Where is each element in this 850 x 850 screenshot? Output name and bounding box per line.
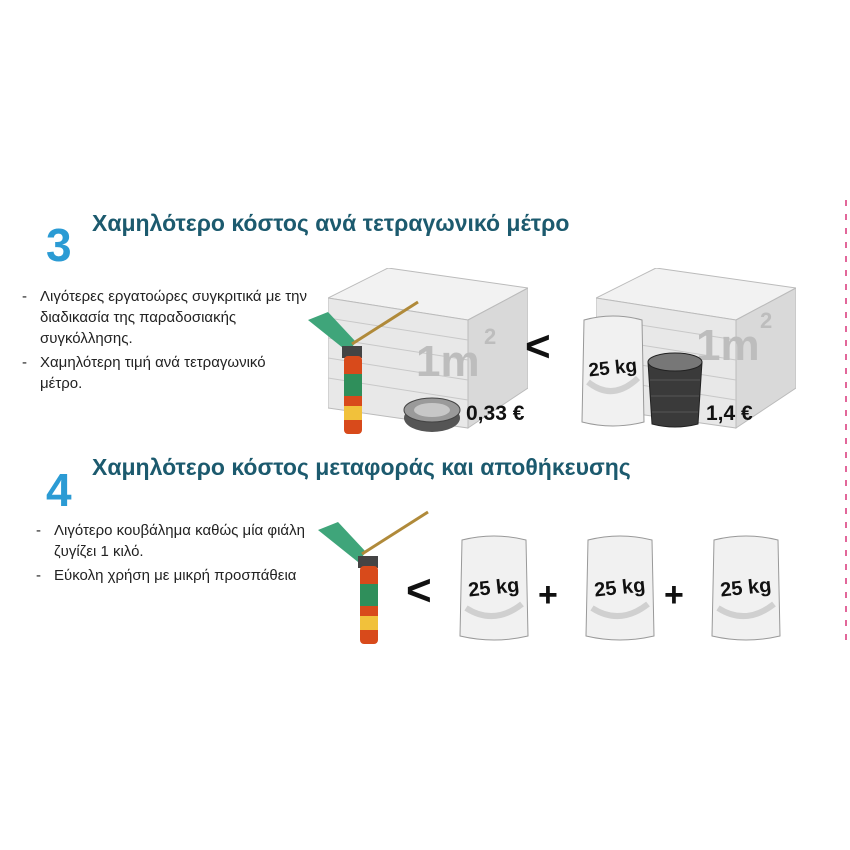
block-label: 1m (416, 337, 480, 386)
section-4-bullet-1: Λιγότερο κουβάλημα καθώς μία φιάλη ζυγίζ… (32, 520, 317, 562)
bag-label: 25 kg (467, 574, 520, 601)
mortar-bucket-icon (647, 352, 703, 428)
foam-can-gun-icon (308, 300, 419, 434)
foam-can-gun-icon (318, 510, 429, 644)
plus-sign: + (664, 576, 684, 614)
cement-bag-icon: 25 kg (459, 535, 529, 641)
bag-label: 25 kg (719, 574, 772, 601)
section-3-number: 3 (46, 219, 72, 271)
block-label-sup: 2 (484, 324, 496, 349)
bag-label: 25 kg (593, 574, 646, 601)
block-label: 1m (696, 321, 760, 370)
mortar-price: 1,4 € (706, 402, 753, 425)
section-3-bullet-1: Λιγότερες εργατοώρες συγκριτικά με την δ… (18, 286, 308, 349)
section-3-bullets: Λιγότερες εργατοώρες συγκριτικά με την δ… (18, 286, 308, 397)
section-3-bullet-2: Χαμηλότερη τιμή ανά τετραγωνικό μέτρο. (18, 352, 308, 394)
section-4-bullets: Λιγότερο κουβάλημα καθώς μία φιάλη ζυγίζ… (32, 520, 317, 589)
section-4-bullet-2: Εύκολη χρήση με μικρή προσπάθεια (32, 565, 317, 586)
section-3-less-than: < (525, 322, 551, 371)
block-label-sup: 2 (760, 308, 772, 333)
concrete-block-icon: 1m 2 (328, 268, 528, 429)
plus-sign: + (538, 576, 558, 614)
adhesive-tin-icon (403, 397, 461, 432)
cement-bag-icon: 25 kg (711, 535, 781, 641)
cement-bag-icon: 25 kg (585, 535, 655, 641)
page-edge-rule (845, 200, 847, 645)
section-4-heading: Χαμηλότερο κόστος μεταφοράς και αποθήκευ… (92, 454, 631, 480)
foam-price: 0,33 € (466, 402, 525, 425)
section-3-heading: Χαμηλότερο κόστος ανά τετραγωνικό μέτρο (92, 210, 570, 236)
cement-bag-icon: 25 kg (581, 315, 645, 427)
section-4-number: 4 (46, 464, 72, 516)
bag-label: 25 kg (588, 356, 639, 382)
section-4-less-than: < (406, 566, 432, 615)
